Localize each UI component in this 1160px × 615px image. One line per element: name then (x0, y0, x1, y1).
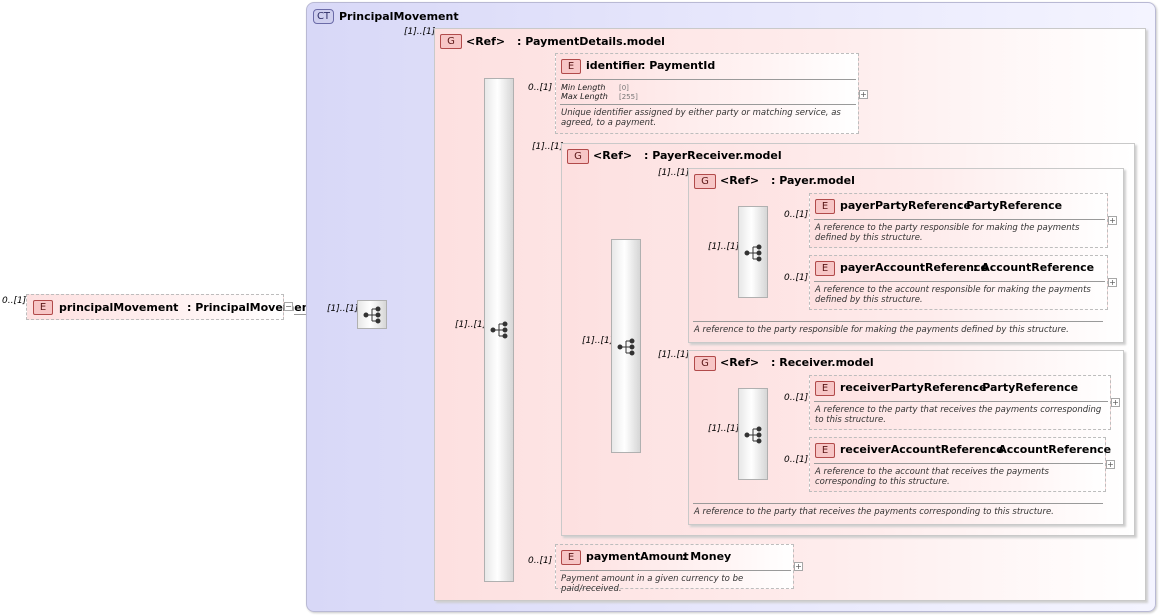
element-badge: E (815, 443, 835, 458)
element-documentation: A reference to the account that receives… (815, 467, 1049, 487)
facet-min-length-label: Min Length (561, 83, 606, 92)
facet-max-length-value: [255] (619, 93, 638, 101)
group-documentation: A reference to the party that receives t… (694, 507, 1054, 517)
element-documentation: A reference to the party responsible for… (815, 223, 1080, 243)
element-name: identifier (586, 59, 644, 72)
group-name: : PayerReceiver.model (644, 149, 782, 162)
element-type: : PartyReference (974, 381, 1079, 394)
element-name: paymentAmount (586, 550, 689, 563)
payer-account-occurrence: 0..[1] (784, 273, 809, 283)
element-documentation: Unique identifier assigned by either par… (561, 108, 841, 128)
expand-toggle[interactable]: + (794, 562, 803, 571)
element-type: : PartyReference (958, 199, 1063, 212)
sequence-compositor[interactable] (484, 78, 514, 582)
expand-toggle[interactable]: + (1108, 216, 1117, 225)
separator (560, 570, 791, 571)
element-name: receiverAccountReference (840, 443, 1004, 456)
group-badge: G (440, 34, 462, 49)
group-name: : Receiver.model (771, 356, 874, 369)
element-badge: E (33, 300, 53, 315)
group-badge: G (567, 149, 589, 164)
element-payer-party-reference[interactable]: E payerPartyReference : PartyReference A… (809, 193, 1108, 248)
root-occurrence: 0..[1] (2, 296, 27, 306)
collapse-toggle[interactable]: − (284, 302, 293, 311)
group-documentation: A reference to the party responsible for… (694, 325, 1069, 335)
separator (693, 321, 1103, 322)
element-badge: E (815, 261, 835, 276)
element-type: : Money (682, 550, 732, 563)
sequence-icon (744, 244, 762, 262)
identifier-occurrence: 0..[1] (528, 83, 553, 93)
sequence-compositor[interactable] (738, 388, 768, 480)
separator (560, 79, 856, 80)
element-type: : AccountReference (973, 261, 1095, 274)
element-badge: E (561, 550, 581, 565)
root-element-principal-movement[interactable]: E principalMovement : PrincipalMovement (26, 294, 315, 320)
root-sequence-occurrence: [1]..[1] (327, 304, 359, 314)
sequence-compositor[interactable] (357, 300, 387, 329)
group-ref: <Ref> (466, 35, 506, 48)
expand-toggle[interactable]: + (1106, 460, 1115, 469)
element-payment-amount[interactable]: E paymentAmount : Money Payment amount i… (555, 544, 794, 594)
element-badge: E (815, 381, 835, 396)
facet-max-length-label: Max Length (561, 92, 608, 101)
element-type: : PaymentId (641, 59, 716, 72)
element-payer-account-reference[interactable]: E payerAccountReference : AccountReferen… (809, 255, 1108, 310)
group-name: : Payer.model (771, 174, 855, 187)
group-ref: <Ref> (720, 174, 760, 187)
expand-toggle[interactable]: + (1108, 278, 1117, 287)
element-documentation: A reference to the party that receives t… (815, 405, 1102, 425)
payer-party-occurrence: 0..[1] (784, 210, 809, 220)
sequence-icon (617, 338, 635, 356)
sequence-icon (363, 306, 381, 324)
element-documentation: Payment amount in a given currency to be… (561, 574, 744, 594)
group-badge: G (694, 356, 716, 371)
payer-receiver-sequence-occurrence: [1]..[1] (582, 336, 614, 346)
payer-receiver-occurrence: [1]..[1] (532, 142, 564, 152)
complex-type-badge: CT (313, 9, 334, 24)
group-ref: <Ref> (593, 149, 633, 162)
element-receiver-account-reference[interactable]: E receiverAccountReference : AccountRefe… (809, 437, 1111, 492)
separator (814, 401, 1108, 402)
separator (814, 219, 1105, 220)
expand-toggle[interactable]: + (859, 90, 868, 99)
element-name: principalMovement (59, 301, 179, 314)
payment-details-occurrence: [1]..[1] (404, 27, 436, 37)
element-type: : PrincipalMovement (187, 301, 315, 314)
separator (814, 281, 1105, 282)
group-name: : PaymentDetails.model (517, 35, 665, 48)
payer-sequence-occurrence: [1]..[1] (708, 242, 740, 252)
group-ref: <Ref> (720, 356, 760, 369)
receiver-model-occurrence: [1]..[1] (658, 350, 690, 360)
element-name: payerAccountReference (840, 261, 988, 274)
payment-amount-occurrence: 0..[1] (528, 556, 553, 566)
sequence-compositor[interactable] (611, 239, 641, 453)
expand-toggle[interactable]: + (1111, 398, 1120, 407)
separator (693, 503, 1103, 504)
element-identifier[interactable]: E identifier : PaymentId Min Length [0] … (555, 53, 859, 134)
group-badge: G (694, 174, 716, 189)
element-documentation: A reference to the account responsible f… (815, 285, 1091, 305)
complex-type-name: PrincipalMovement (339, 10, 459, 23)
sequence-icon (744, 426, 762, 444)
element-name: receiverPartyReference (840, 381, 987, 394)
receiver-account-occurrence: 0..[1] (784, 455, 809, 465)
element-badge: E (561, 59, 581, 74)
separator (814, 463, 1103, 464)
payer-model-occurrence: [1]..[1] (658, 168, 690, 178)
element-type: : AccountReference (990, 443, 1112, 456)
facet-min-length-value: [0] (619, 84, 629, 92)
element-receiver-party-reference[interactable]: E receiverPartyReference : PartyReferenc… (809, 375, 1111, 430)
sequence-icon (490, 321, 508, 339)
payment-details-sequence-occurrence: [1]..[1] (455, 320, 487, 330)
sequence-compositor[interactable] (738, 206, 768, 298)
receiver-party-occurrence: 0..[1] (784, 393, 809, 403)
element-badge: E (815, 199, 835, 214)
receiver-sequence-occurrence: [1]..[1] (708, 424, 740, 434)
separator (560, 104, 856, 105)
element-name: payerPartyReference (840, 199, 971, 212)
